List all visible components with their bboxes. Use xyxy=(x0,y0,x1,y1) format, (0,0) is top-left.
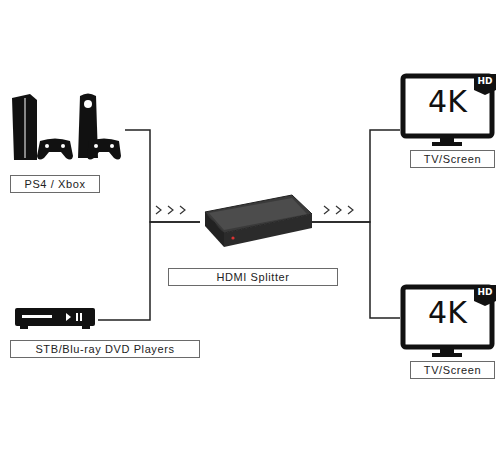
media-player: STB/Blu-ray DVD Players xyxy=(12,302,98,332)
power-led xyxy=(231,236,234,239)
hd-badge-text: HD xyxy=(476,76,494,87)
device-label: TV/Screen xyxy=(410,150,495,168)
hd-badge xyxy=(474,74,496,95)
xbox-logo xyxy=(84,100,92,108)
gamepad xyxy=(87,139,121,160)
splitter-front xyxy=(224,214,312,247)
ps4-console xyxy=(12,94,37,160)
gamepad-button xyxy=(61,144,65,148)
console-groove xyxy=(25,98,26,158)
flow-chevrons xyxy=(156,206,353,214)
resolution-mark: 4K xyxy=(410,297,485,329)
pause-symbol xyxy=(76,313,78,321)
device-label: PS4 / Xbox xyxy=(10,175,100,193)
play-symbol xyxy=(66,313,71,321)
dvd-player xyxy=(15,308,95,326)
gamepad-button xyxy=(45,144,49,148)
gamepad-button xyxy=(94,144,98,148)
console-group: PS4 / Xbox xyxy=(10,90,125,162)
device-label: HDMI Splitter xyxy=(168,268,338,286)
player-foot xyxy=(20,326,28,329)
chevron xyxy=(324,206,329,214)
chevron xyxy=(168,206,173,214)
chevron xyxy=(180,206,185,214)
chevron xyxy=(156,206,161,214)
splitter-side xyxy=(205,212,224,247)
hd-badge-text: HD xyxy=(476,287,494,298)
device-label: STB/Blu-ray DVD Players xyxy=(10,340,200,358)
tv-stand xyxy=(432,138,462,146)
gamepad-button xyxy=(110,144,114,148)
signal-connector xyxy=(125,130,200,222)
device-label: TV/Screen xyxy=(410,361,495,379)
chevron xyxy=(348,206,353,214)
player-foot xyxy=(82,326,90,329)
signal-connector xyxy=(312,130,400,222)
resolution-mark: 4K xyxy=(410,86,485,118)
pause-symbol xyxy=(80,313,82,321)
tv-stand xyxy=(432,349,462,357)
chevron xyxy=(336,206,341,214)
disc-slot xyxy=(22,315,52,318)
hd-badge xyxy=(474,285,496,306)
gamepad xyxy=(37,139,73,160)
hdmi-splitter: HDMI Splitter xyxy=(200,193,312,249)
